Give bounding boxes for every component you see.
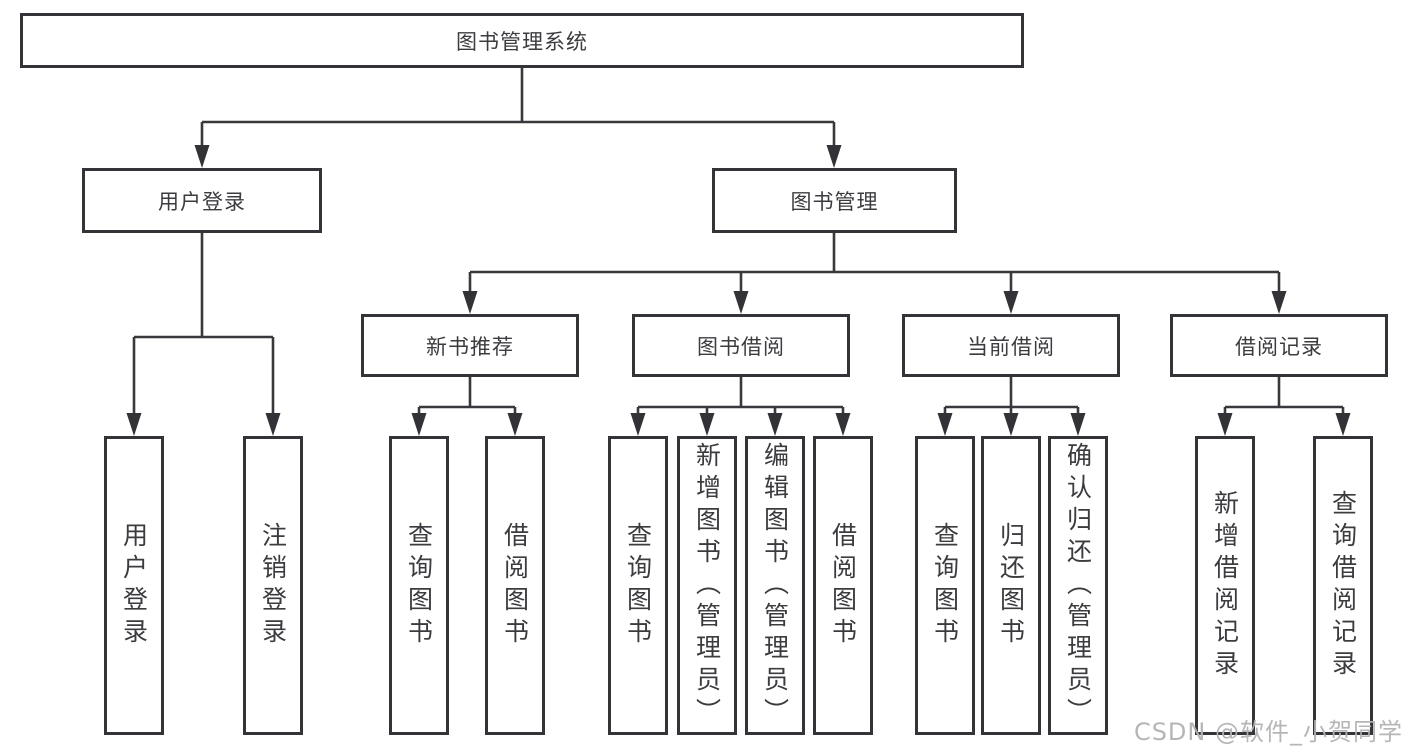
leaf-logout-login: 注销登录 — [243, 436, 303, 735]
arrowhead — [767, 413, 783, 436]
leaf-add-book-admin: 新增图书（管理员） — [677, 436, 737, 735]
arrowhead — [1003, 291, 1019, 314]
leaf-label: 借阅图书 — [500, 521, 530, 650]
connector-current-to-leaves — [943, 377, 1080, 418]
arrowhead — [411, 413, 427, 436]
leaf-label: 确认归还（管理员） — [1063, 441, 1093, 730]
leaf-query-books-borrow: 查询图书 — [608, 436, 668, 735]
node-current-borrow: 当前借阅 — [902, 314, 1120, 377]
leaf-label: 新增借阅记录 — [1210, 489, 1240, 682]
connector-records-to-leaves — [1223, 377, 1345, 418]
leaf-edit-book-admin: 编辑图书（管理员） — [745, 436, 805, 735]
arrowhead — [194, 145, 210, 168]
leaf-return-books: 归还图书 — [981, 436, 1041, 735]
arrowhead — [1271, 291, 1287, 314]
leaf-add-borrow-record: 新增借阅记录 — [1195, 436, 1255, 735]
connector-borrow-to-leaves — [636, 377, 845, 418]
leaf-label: 注销登录 — [258, 521, 288, 650]
connector-newbooks-to-leaves — [417, 377, 517, 418]
leaf-borrow-books-recommend: 借阅图书 — [485, 436, 545, 735]
connector-management-to-level3 — [468, 233, 1281, 296]
leaf-label: 用户登录 — [119, 521, 149, 650]
leaf-user-login: 用户登录 — [104, 436, 164, 735]
arrowhead — [1335, 413, 1351, 436]
leaf-query-books-current: 查询图书 — [915, 436, 975, 735]
arrowhead — [507, 413, 523, 436]
leaf-borrow-books: 借阅图书 — [813, 436, 873, 735]
leaf-confirm-return-admin: 确认归还（管理员） — [1048, 436, 1108, 735]
arrowhead — [1070, 413, 1086, 436]
arrowhead — [630, 413, 646, 436]
leaf-label: 查询图书 — [930, 521, 960, 650]
leaf-label: 查询图书 — [404, 521, 434, 650]
arrowhead — [265, 413, 281, 436]
arrowhead — [835, 413, 851, 436]
arrowhead — [937, 413, 953, 436]
leaf-query-borrow-record: 查询借阅记录 — [1313, 436, 1373, 735]
connector-root-to-level2 — [200, 68, 836, 147]
node-root: 图书管理系统 — [20, 13, 1024, 68]
leaf-label: 新增图书（管理员） — [692, 441, 722, 730]
leaf-label: 归还图书 — [996, 521, 1026, 650]
arrowhead — [1217, 413, 1233, 436]
node-book-borrow: 图书借阅 — [632, 314, 850, 377]
leaf-label: 查询图书 — [623, 521, 653, 650]
node-book-management: 图书管理 — [712, 168, 957, 233]
leaf-query-books-recommend: 查询图书 — [389, 436, 449, 735]
arrowhead — [733, 291, 749, 314]
leaf-label: 编辑图书（管理员） — [760, 441, 790, 730]
leaf-label: 借阅图书 — [828, 521, 858, 650]
node-new-book-recommend: 新书推荐 — [361, 314, 579, 377]
connector-login-to-leaves — [132, 233, 275, 416]
arrowhead — [126, 413, 142, 436]
arrowhead — [699, 413, 715, 436]
node-borrow-records: 借阅记录 — [1170, 314, 1388, 377]
leaf-label: 查询借阅记录 — [1328, 489, 1358, 682]
arrowhead — [826, 145, 842, 168]
arrowhead — [462, 291, 478, 314]
arrowhead — [1003, 413, 1019, 436]
node-user-login: 用户登录 — [82, 168, 322, 233]
csdn-watermark: CSDN @软件_小贺同学 — [1133, 718, 1403, 746]
